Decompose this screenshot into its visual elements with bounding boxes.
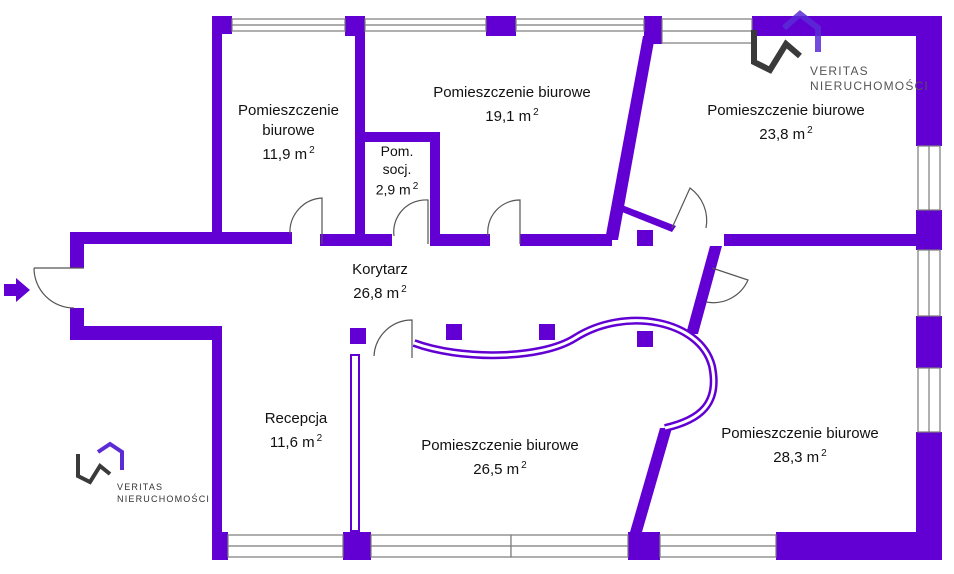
area-unit-sup: 2 bbox=[309, 145, 315, 156]
wall-office-11-9-right bbox=[355, 20, 365, 244]
veritas-logo-small-icon bbox=[76, 441, 124, 485]
room-name: Pomieszczenie biurowe bbox=[721, 425, 879, 442]
door-office-26-5[interactable] bbox=[373, 319, 413, 358]
area-unit-sup: 2 bbox=[521, 460, 527, 471]
logo-small-line1: VERITAS bbox=[117, 482, 164, 492]
wall-top-right bbox=[752, 16, 918, 36]
logo-main-line1: VERITAS bbox=[810, 64, 869, 78]
wall-bottom-right bbox=[776, 532, 942, 560]
pillar-3 bbox=[539, 324, 555, 340]
wall-corridor-top-3 bbox=[430, 234, 490, 246]
area-value: 19,1 m bbox=[485, 108, 532, 125]
wall-top-column bbox=[212, 16, 222, 244]
logo-small-line2: NIERUCHOMOŚCI bbox=[117, 494, 211, 504]
room-name: Pomieszczenie biurowe bbox=[421, 437, 579, 454]
wall-top-pillar-1 bbox=[486, 16, 516, 36]
area-unit-sup: 2 bbox=[412, 181, 419, 192]
door-entrance[interactable] bbox=[33, 267, 84, 309]
wall-corridor-bottom-left bbox=[70, 326, 222, 340]
area-value: 11,6 m bbox=[269, 434, 315, 451]
area-value: 28,3 m bbox=[773, 449, 820, 466]
wall-corridor-top-4 bbox=[520, 234, 612, 246]
walls bbox=[70, 16, 942, 560]
door-social[interactable] bbox=[393, 199, 429, 244]
wall-bottom-pillar-2 bbox=[343, 532, 371, 560]
room-name: Korytarz bbox=[352, 261, 408, 278]
pillar-1 bbox=[350, 328, 366, 344]
wall-diagonal-23-8 bbox=[617, 205, 676, 232]
pillar-2 bbox=[446, 324, 462, 340]
area-unit-sup: 2 bbox=[533, 107, 539, 118]
area-unit-sup: 2 bbox=[821, 448, 827, 459]
logo-main-text: VERITAS NIERUCHOMOŚCI bbox=[810, 64, 929, 94]
door-office-11-9[interactable] bbox=[289, 197, 323, 244]
room-name: Pomieszczenie biurowe bbox=[238, 102, 339, 139]
wall-bottom-pillar-1 bbox=[628, 532, 660, 560]
area-unit-sup: 2 bbox=[316, 433, 323, 444]
curved-glass-wall-inner bbox=[413, 319, 716, 430]
wall-corridor-top-left bbox=[70, 232, 292, 244]
room-name: Pomieszczenie biurowe bbox=[707, 102, 865, 119]
wall-corridor-right bbox=[724, 234, 918, 246]
logo-main-line2: NIERUCHOMOŚCI bbox=[810, 79, 929, 93]
pillar-4 bbox=[637, 331, 653, 347]
pillar-5 bbox=[637, 230, 653, 246]
wall-diagonal-bottom bbox=[630, 428, 672, 532]
area-value: 23,8 m bbox=[759, 126, 806, 143]
wall-social-right bbox=[430, 132, 440, 242]
veritas-logo-icon bbox=[751, 10, 821, 74]
area-unit-sup: 2 bbox=[807, 125, 813, 136]
area-unit-sup: 2 bbox=[401, 284, 407, 295]
wall-left-lower bbox=[212, 326, 222, 560]
room-name: Recepcja bbox=[264, 410, 328, 427]
door-office-23-8[interactable] bbox=[671, 187, 708, 229]
wall-diagonal-19-1 bbox=[605, 36, 655, 240]
wall-right-mid-2 bbox=[916, 316, 942, 368]
wall-diagonal-28-3 bbox=[686, 246, 722, 334]
area-value: 11,9 m bbox=[262, 146, 308, 163]
doors bbox=[33, 187, 749, 358]
entrance-arrow-icon bbox=[4, 278, 30, 302]
wall-entrance-top bbox=[70, 232, 84, 268]
room-name: Pomieszczenie biurowe bbox=[433, 84, 591, 101]
door-office-28-3[interactable] bbox=[705, 267, 749, 304]
wall-right-mid-1 bbox=[916, 210, 942, 250]
area-value: 26,8 m bbox=[353, 285, 400, 302]
glass-wall-reception bbox=[352, 356, 358, 530]
wall-right-top bbox=[916, 16, 942, 146]
wall-social-top bbox=[362, 132, 440, 142]
door-office-19-1[interactable] bbox=[487, 199, 521, 244]
logo-small-text: VERITAS NIERUCHOMOŚCI bbox=[117, 481, 210, 505]
room-name: Pom. socj. bbox=[380, 143, 414, 177]
windows bbox=[227, 18, 941, 558]
area-value: 2,9 m bbox=[375, 181, 411, 198]
area-value: 26,5 m bbox=[473, 461, 520, 478]
